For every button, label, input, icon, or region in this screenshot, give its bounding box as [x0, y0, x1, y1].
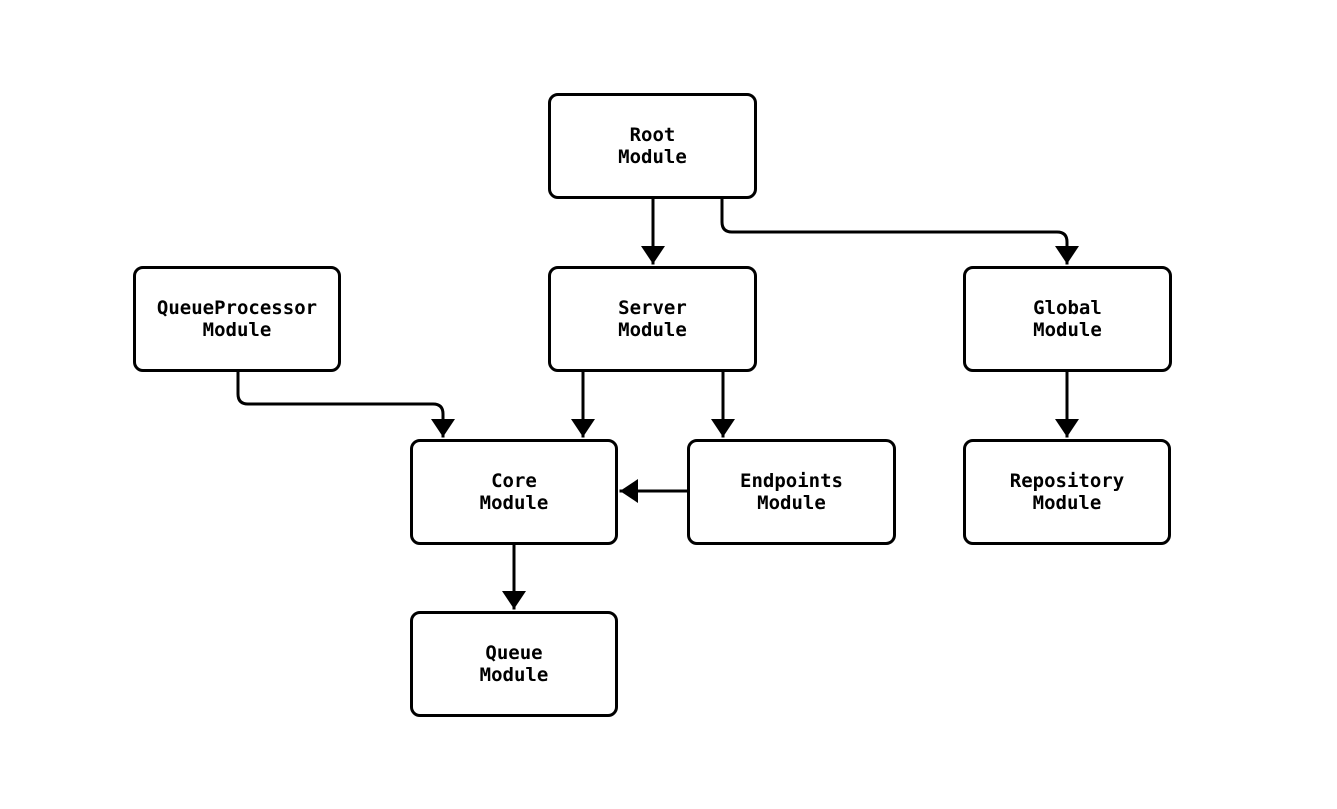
node-server-module: Server Module: [548, 266, 757, 372]
node-global-module: Global Module: [963, 266, 1172, 372]
node-repository-module-label: Repository Module: [1009, 470, 1125, 514]
node-root-module-label: Root Module: [618, 124, 687, 168]
node-repository-module: Repository Module: [963, 439, 1171, 545]
edge-root-to-global: [720, 197, 1079, 265]
node-queue-module: Queue Module: [410, 611, 618, 717]
node-global-module-label: Global Module: [1033, 297, 1102, 341]
node-core-module-label: Core Module: [479, 470, 549, 514]
node-endpoints-module: Endpoints Module: [687, 439, 896, 545]
node-queueprocessor-module: QueueProcessor Module: [133, 266, 341, 372]
node-endpoints-module-label: Endpoints Module: [740, 470, 843, 514]
edge-queueprocessor-to-core: [236, 371, 455, 438]
node-server-module-label: Server Module: [618, 297, 687, 341]
node-queue-module-label: Queue Module: [479, 642, 549, 686]
node-queueprocessor-module-label: QueueProcessor Module: [156, 297, 318, 341]
node-core-module: Core Module: [410, 439, 618, 545]
node-root-module: Root Module: [548, 93, 757, 199]
